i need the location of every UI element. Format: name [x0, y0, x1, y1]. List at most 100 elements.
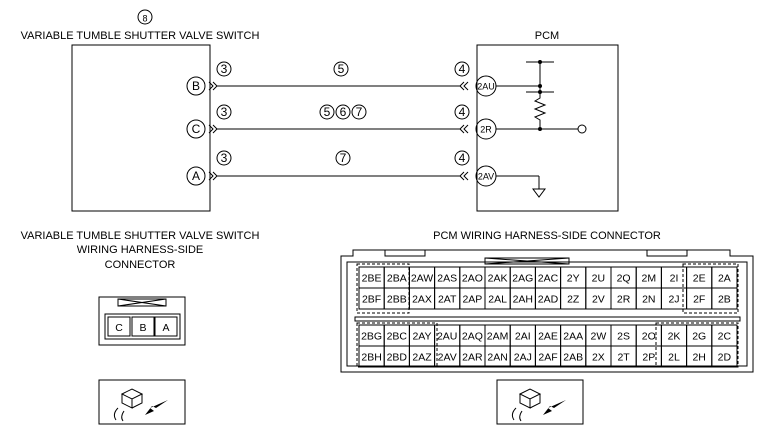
switch-connector-title-line: VARIABLE TUMBLE SHUTTER VALVE SWITCH — [21, 230, 260, 242]
pin-label: 2BD — [387, 352, 408, 364]
switch-connector-view: VARIABLE TUMBLE SHUTTER VALVE SWITCH WIR… — [21, 230, 260, 425]
pcm-connector-ref: 4 — [459, 105, 466, 119]
wire-c: C 3 5 6 7 4 2R — [186, 104, 497, 140]
pin-group-frame — [356, 263, 410, 314]
pin-label: 2AX — [412, 294, 432, 306]
wire-ref: 7 — [356, 105, 363, 119]
pin-label: 2U — [592, 273, 605, 285]
pin-label: 2AR — [462, 352, 483, 364]
pin-label: 2S — [617, 331, 630, 343]
switch-ref: 8 — [142, 14, 147, 24]
pin-label: 2H — [692, 352, 705, 364]
pin-label: 2AD — [538, 294, 559, 306]
wire-ref: 5 — [338, 62, 345, 76]
pin-label: 2AY — [412, 331, 431, 343]
pin-label: 2AQ — [462, 331, 483, 343]
pcm-pin-label: 2AV — [478, 172, 494, 182]
pin-label: 2AM — [487, 331, 509, 343]
switch-connector-ref: 3 — [221, 105, 228, 119]
wire-ref-circle — [335, 150, 351, 166]
pin-label: 2BA — [387, 273, 407, 285]
pin-label: 2AB — [563, 352, 583, 364]
pin-label: 2F — [693, 294, 705, 306]
pin-cell — [711, 287, 738, 310]
housing-latch — [484, 257, 570, 265]
connector-pin-label: A — [162, 322, 169, 334]
pin-label: 2AC — [538, 273, 559, 285]
pcm-connector-housing — [340, 249, 754, 373]
pin-label: 2N — [642, 294, 655, 306]
pin-label: 2I — [670, 273, 679, 285]
wire-ref-circle — [351, 104, 367, 120]
connector-cavity-frame — [104, 313, 181, 340]
pin-label: 2Z — [567, 294, 580, 306]
wire-ref: 5 — [324, 105, 331, 119]
pcm-box — [476, 44, 619, 212]
connector-pin — [107, 316, 131, 337]
pin-label: 2AE — [538, 331, 558, 343]
switch-connector-title-line: WIRING HARNESS-SIDE — [77, 244, 204, 256]
pcm-connector-ref-circle — [454, 104, 470, 120]
pin-label: 2P — [642, 352, 655, 364]
switch-pin-label: B — [192, 79, 200, 93]
ground-symbol — [532, 188, 546, 198]
latch-cross — [484, 257, 570, 265]
junction-dot — [538, 127, 542, 131]
pin-label: 2AT — [438, 294, 457, 306]
junction-dot — [538, 84, 542, 88]
switch-title: VARIABLE TUMBLE SHUTTER VALVE SWITCH — [21, 30, 260, 42]
pin-label: 2AK — [488, 273, 508, 285]
schematic: 8 VARIABLE TUMBLE SHUTTER VALVE SWITCH P… — [21, 9, 619, 212]
pin-label: 2AV — [438, 352, 457, 364]
pin-label: 2R — [617, 294, 631, 306]
pin-label: 2AH — [513, 294, 533, 306]
pin-label: 2AA — [563, 331, 583, 343]
connector-pin-label: B — [139, 322, 146, 334]
connector-latch — [117, 298, 167, 307]
pin-label: 2K — [668, 331, 681, 343]
pin-label: 2J — [668, 294, 679, 306]
junction-dot — [538, 60, 542, 64]
pin-label: 2AP — [462, 294, 482, 306]
pcm-connector-ref-circle — [454, 150, 470, 166]
switch-box — [71, 44, 211, 212]
pin-label: 2A — [718, 273, 731, 285]
pin-label: 2B — [718, 294, 731, 306]
pin-label: 2BB — [387, 294, 407, 306]
pcm-connector-ref-circle — [454, 61, 470, 77]
pin-label: 2C — [718, 331, 732, 343]
pin-label: 2AZ — [412, 352, 432, 364]
pin-label: 2AS — [437, 273, 457, 285]
harness-view-icon — [496, 379, 584, 425]
switch-pin-circle — [186, 166, 206, 186]
pin-label: 2AI — [515, 331, 531, 343]
pin-label: 2BH — [361, 352, 381, 364]
pin-label: 2Q — [617, 273, 631, 285]
pcm-pin-label: 2AU — [477, 82, 495, 92]
pin-label: 2AL — [488, 294, 507, 306]
pin-label: 2BF — [362, 294, 381, 306]
pin-label: 2W — [591, 331, 607, 343]
harness-view-icon — [98, 379, 186, 425]
latch-cross — [117, 298, 167, 307]
connector-body — [98, 296, 186, 346]
housing-tab — [384, 249, 426, 257]
terminal-mark — [459, 81, 469, 91]
switch-pin-circle — [186, 119, 206, 139]
switch-connector-ref-circle — [216, 61, 232, 77]
pin-label: 2G — [692, 331, 706, 343]
pin-group-frame — [356, 322, 438, 368]
pin-label: 2M — [642, 273, 657, 285]
connector-pin — [154, 316, 178, 337]
pin-label: 2AJ — [514, 352, 532, 364]
wire-ref-circle — [335, 104, 351, 120]
terminal-mark — [459, 124, 469, 134]
pin-label: 2T — [617, 352, 630, 364]
switch-pin-label: A — [192, 169, 200, 183]
wire-ref: 6 — [340, 105, 347, 119]
wire-b: B 3 5 4 2AU — [186, 61, 497, 97]
pin-label: 2D — [718, 352, 732, 364]
wire-ref: 7 — [340, 151, 347, 165]
pin-cell — [711, 345, 738, 368]
